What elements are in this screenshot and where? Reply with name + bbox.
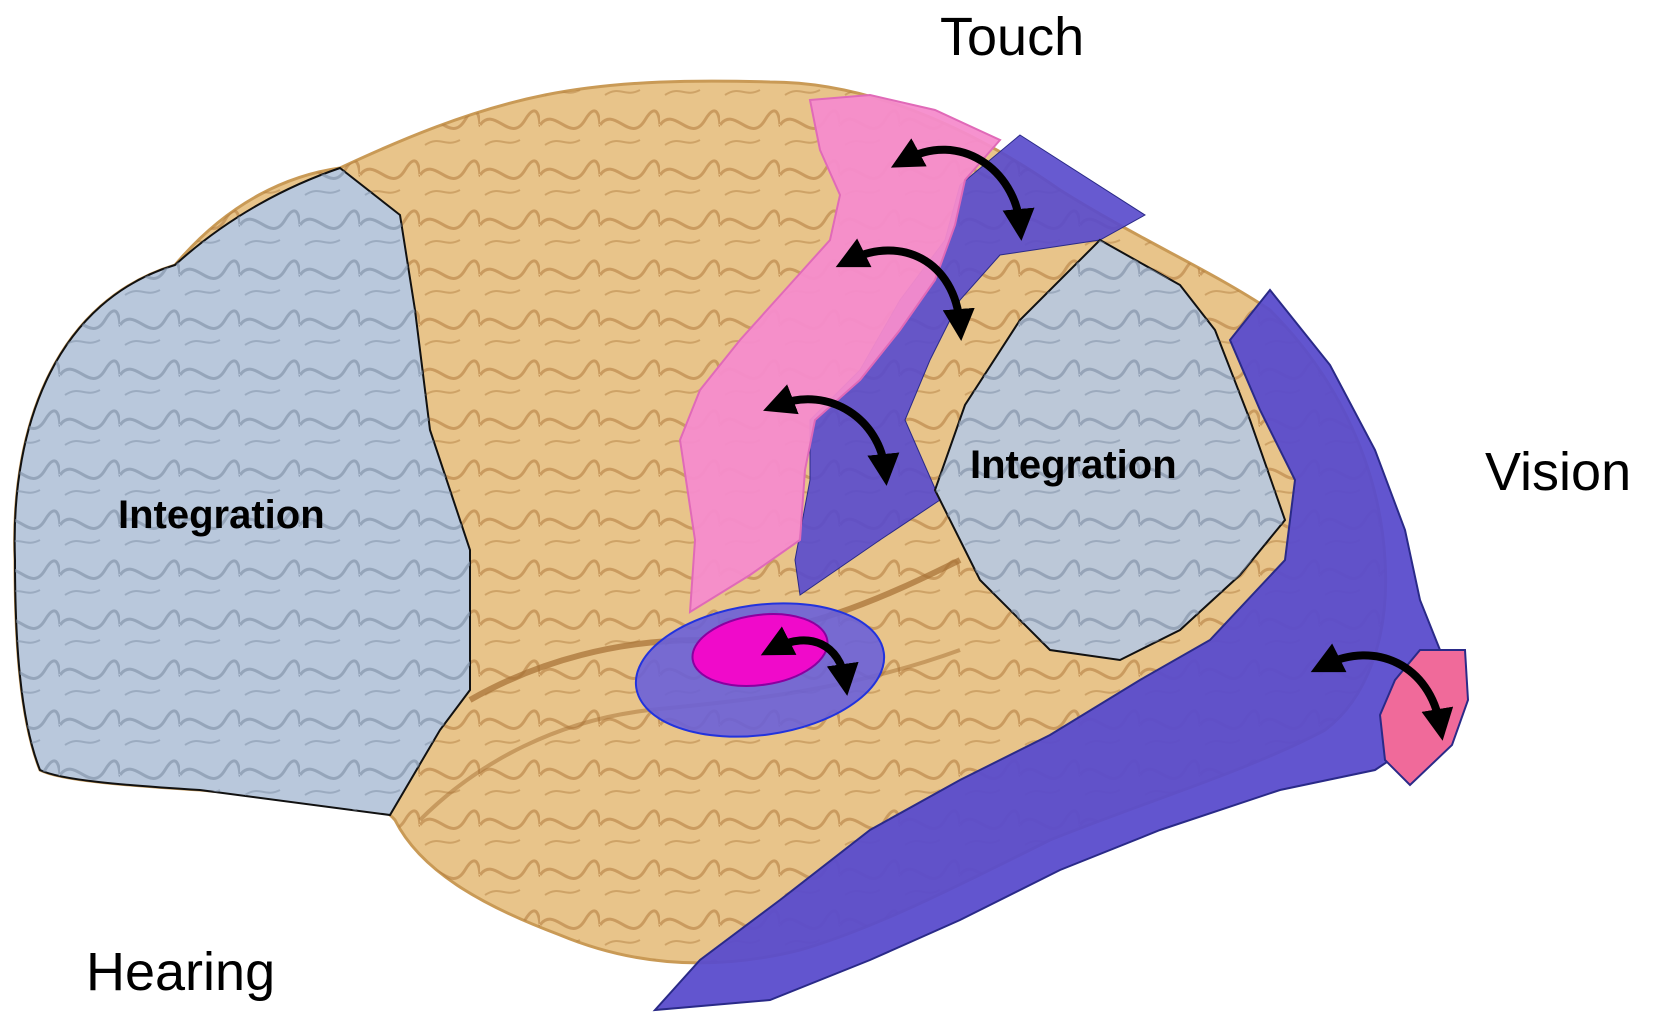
frontal-integration-label: Integration bbox=[118, 493, 325, 537]
touch-label: Touch bbox=[940, 7, 1084, 67]
parietal-integration-label: Integration bbox=[970, 443, 1177, 487]
vision-label: Vision bbox=[1485, 442, 1631, 502]
hearing-label: Hearing bbox=[86, 942, 275, 1002]
